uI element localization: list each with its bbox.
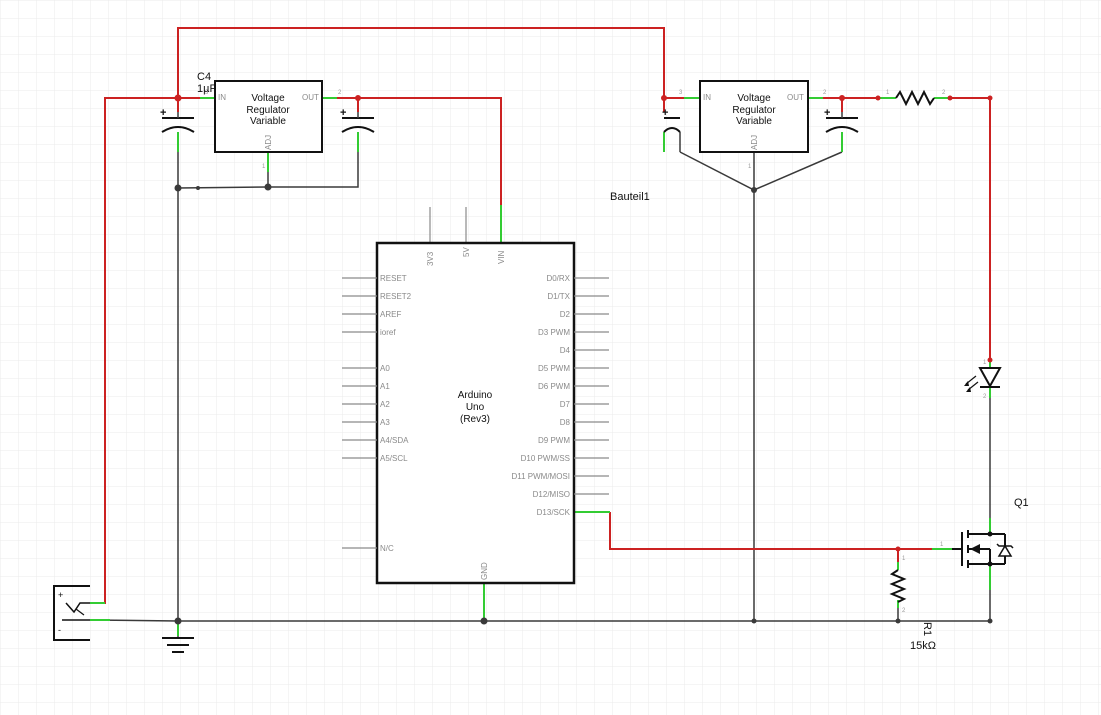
resistor-r1[interactable]: 1 2 R1 15kΩ bbox=[889, 556, 936, 652]
bauteil-label: Bauteil1 bbox=[610, 191, 650, 203]
wire-d13-gate[interactable] bbox=[609, 512, 932, 550]
mosfet-q1[interactable]: 1 Q1 bbox=[940, 497, 1029, 568]
arduino-right-pin-label: D6 PWM bbox=[538, 382, 570, 391]
cap-4-plus: + bbox=[824, 107, 830, 119]
led[interactable]: 1 2 bbox=[964, 360, 1002, 400]
regulator-1-line2: Regulator bbox=[246, 105, 290, 116]
regulator-1-pin-adj: ADJ bbox=[264, 135, 273, 150]
wire-reg1-out-vin[interactable] bbox=[322, 97, 502, 205]
arduino-right-pin-label: D0/RX bbox=[546, 274, 570, 283]
svg-text:2: 2 bbox=[983, 394, 987, 400]
arduino-right-pin-label: D9 PWM bbox=[538, 436, 570, 445]
svg-text:1: 1 bbox=[902, 556, 906, 562]
arduino-right-pin-label: D13/SCK bbox=[537, 508, 571, 517]
regulator-2-body bbox=[699, 80, 809, 153]
regulator-1-num-in: 3 bbox=[205, 90, 209, 96]
regulator-2-num-out: 2 bbox=[823, 90, 827, 96]
junctions bbox=[174, 94, 993, 625]
arduino-title-1: Arduino bbox=[458, 390, 493, 401]
regulator-2-pin-adj: ADJ bbox=[750, 135, 759, 150]
arduino-title-2: Uno bbox=[466, 402, 485, 413]
regulator-2-pin-in: IN bbox=[703, 93, 711, 102]
regulator-2-pin-out: OUT bbox=[787, 93, 804, 102]
regulator-2-line1: Voltage bbox=[737, 93, 771, 104]
arduino-right-pin-label: D11 PWM/MOSI bbox=[511, 472, 570, 481]
arduino-pin-gnd: GND bbox=[480, 562, 489, 580]
arduino-right-pin-label: D12/MISO bbox=[533, 490, 570, 499]
arduino-left-pin-label: AREF bbox=[380, 310, 401, 319]
arduino-right-pin-label: D10 PWM/SS bbox=[521, 454, 570, 463]
wire-reg1-gnd[interactable] bbox=[177, 152, 359, 189]
r1-value: 15kΩ bbox=[910, 640, 936, 652]
jack-minus-label: - bbox=[58, 625, 61, 635]
wire-top-bus[interactable] bbox=[177, 27, 665, 98]
arduino-left-pin-label: A2 bbox=[380, 400, 390, 409]
arduino-left-pin-label: RESET bbox=[380, 274, 407, 283]
regulator-2-line2: Regulator bbox=[732, 105, 776, 116]
q1-ref: Q1 bbox=[1014, 497, 1029, 509]
regulator-2-line3: Variable bbox=[736, 116, 772, 127]
regulator-1-pin-out: OUT bbox=[302, 93, 319, 102]
voltage-regulator-1[interactable]: Voltage Regulator Variable IN OUT ADJ 3 … bbox=[205, 80, 342, 170]
arduino-right-pin-label: D2 bbox=[560, 310, 571, 319]
regulator-1-line1: Voltage bbox=[251, 93, 285, 104]
arduino-uno[interactable]: 3V3 5V VIN GND Arduino Uno (Rev3) RESETR… bbox=[342, 207, 609, 585]
arduino-left-pin-label: A3 bbox=[380, 418, 390, 427]
regulator-1-pin-in: IN bbox=[218, 93, 226, 102]
voltage-regulator-2[interactable]: Voltage Regulator Variable IN OUT ADJ 3 … bbox=[679, 80, 827, 170]
arduino-left-pin-label: ioref bbox=[380, 328, 396, 337]
jack-plus-label: + bbox=[58, 590, 63, 600]
regulator-1-line3: Variable bbox=[250, 116, 286, 127]
dc-power-jack[interactable]: + - bbox=[53, 585, 90, 641]
ground-symbol bbox=[162, 637, 194, 653]
svg-text:2: 2 bbox=[902, 608, 906, 614]
resistor-top[interactable]: 1 2 bbox=[886, 89, 946, 107]
svg-text:1: 1 bbox=[983, 360, 987, 366]
arduino-right-pin-label: D4 bbox=[560, 346, 571, 355]
arduino-right-pin-label: D8 bbox=[560, 418, 571, 427]
arduino-left-pin-label: N/C bbox=[380, 544, 394, 553]
regulator-2-num-adj: 1 bbox=[748, 164, 752, 170]
arduino-right-pin-label: D7 bbox=[560, 400, 571, 409]
capacitor-3[interactable]: + bbox=[662, 107, 681, 152]
regulator-2-num-in: 3 bbox=[679, 90, 683, 96]
cap-c4-ref: C4 bbox=[197, 71, 211, 83]
svg-text:1: 1 bbox=[940, 542, 944, 548]
arduino-left-pin-label: RESET2 bbox=[380, 292, 412, 301]
cap-2-plus: + bbox=[340, 107, 346, 119]
arduino-left-pin-label: A1 bbox=[380, 382, 390, 391]
arduino-pin-5v: 5V bbox=[462, 247, 471, 257]
svg-text:1: 1 bbox=[886, 90, 890, 96]
regulator-1-num-adj: 1 bbox=[262, 164, 266, 170]
capacitor-4[interactable]: + bbox=[824, 107, 859, 133]
capacitor-2[interactable]: + bbox=[340, 107, 375, 133]
r1-ref: R1 bbox=[921, 622, 933, 636]
arduino-title-3: (Rev3) bbox=[460, 414, 490, 425]
arduino-right-pin-label: D1/TX bbox=[547, 292, 570, 301]
arduino-right-pin-label: D5 PWM bbox=[538, 364, 570, 373]
cap-c4-value: 1µF bbox=[197, 83, 216, 95]
regulator-1-num-out: 2 bbox=[338, 90, 342, 96]
capacitor-c4[interactable]: + C4 1µF bbox=[160, 71, 216, 133]
arduino-left-pin-label: A4/SDA bbox=[380, 436, 409, 445]
pin-stubs bbox=[90, 97, 991, 636]
svg-text:2: 2 bbox=[942, 90, 946, 96]
arduino-body bbox=[375, 241, 576, 585]
arduino-left-pin-label: A0 bbox=[380, 364, 390, 373]
arduino-right-pin-label: D3 PWM bbox=[538, 328, 570, 337]
arduino-pin-vin: VIN bbox=[497, 250, 506, 264]
arduino-left-pin-label: A5/SCL bbox=[380, 454, 408, 463]
cap-3-plus: + bbox=[662, 107, 668, 119]
regulator-1-body bbox=[214, 80, 323, 153]
cap-c4-plus: + bbox=[160, 107, 166, 119]
arduino-pin-3v3: 3V3 bbox=[426, 251, 435, 266]
